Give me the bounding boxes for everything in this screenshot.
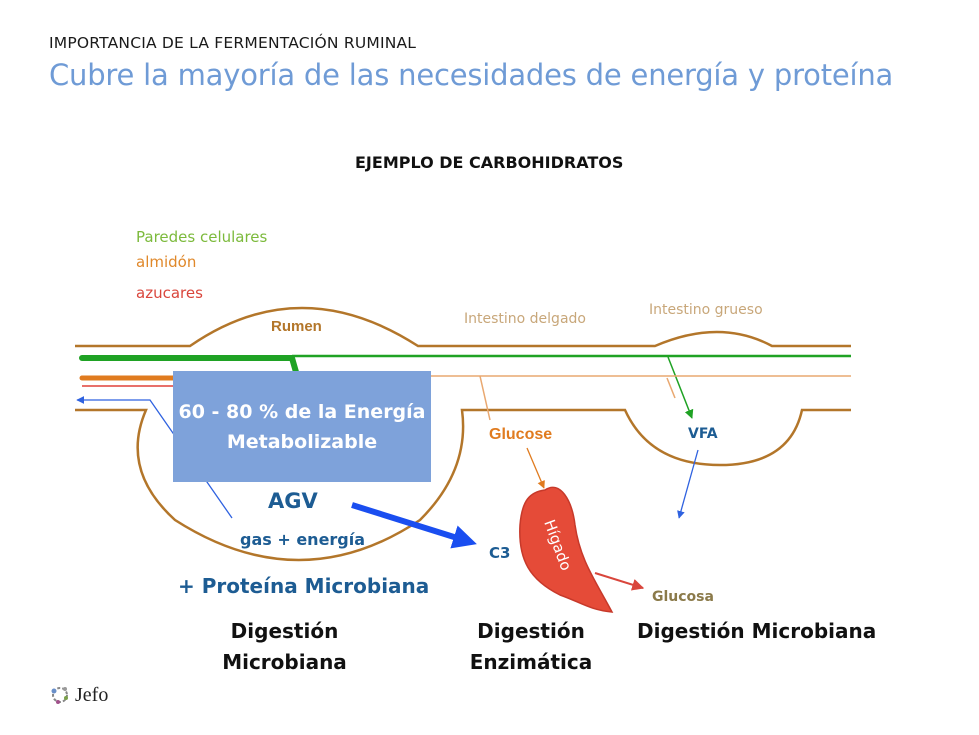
large-intestine-label: Intestino grueso (649, 302, 763, 318)
agv-label: AGV (268, 489, 318, 513)
small-intestine-label: Intestino delgado (464, 311, 586, 327)
slide-kicker: IMPORTANCIA DE LA FERMENTACIÓN RUMINAL (49, 34, 417, 52)
energy-callout-box: 60 - 80 % de la Energía Metabolizable (173, 371, 431, 482)
glucose-absorbed-label: Glucose (489, 426, 553, 443)
glucose-to-liver-arrow (526, 447, 545, 489)
energy-callout-line2: Metabolizable (226, 430, 378, 453)
legend-sugars: azucares (136, 284, 203, 302)
digestion-enzymatic-line2: Enzimática (469, 650, 593, 674)
slide-title: Cubre la mayoría de las necesidades de e… (49, 58, 894, 92)
jefo-logo: Jefo (48, 683, 108, 707)
starch-to-glucose-line (479, 375, 491, 421)
agv-to-c3-arrow (351, 502, 477, 549)
digestion-enzymatic-label: Digestión Enzimática (462, 616, 600, 678)
legend-starch: almidón (136, 253, 197, 271)
microbial-protein-label: + Proteína Microbiana (178, 574, 430, 598)
liver-to-glucose-arrow (594, 572, 645, 591)
vfa-absorption-arrow (677, 449, 699, 519)
starch-to-large-intestine-line (666, 377, 676, 399)
legend-cell-walls: Paredes celulares (136, 228, 268, 246)
digestion-microbial-rumen-label: Digestión Microbiana (212, 616, 357, 678)
energy-callout-line1: 60 - 80 % de la Energía (178, 400, 426, 423)
tract-lower-wall (75, 408, 851, 562)
gas-energy-label: gas + energía (240, 530, 366, 549)
jefo-logo-text: Jefo (75, 683, 109, 706)
diagram-subtitle: EJEMPLO DE CARBOHIDRATOS (355, 153, 624, 172)
digestion-microbial-large-intestine-label: Digestión Microbiana (637, 619, 877, 643)
vfa-label: VFA (688, 426, 718, 442)
digestion-enzymatic-line1: Digestión (477, 619, 585, 643)
tract-upper-wall (75, 306, 851, 348)
glucose-output-label: Glucosa (652, 589, 714, 605)
digestion-microbial-rumen-line1: Digestión (230, 619, 339, 643)
cell-walls-flow-line (79, 355, 299, 375)
digestion-microbial-rumen-line2: Microbiana (222, 650, 347, 674)
rumen-label: Rumen (271, 318, 322, 335)
liver-shape (519, 486, 614, 613)
c3-label: C3 (489, 544, 511, 562)
jefo-logo-icon (51, 687, 68, 704)
cell-walls-to-vfa-arrow (667, 356, 694, 419)
